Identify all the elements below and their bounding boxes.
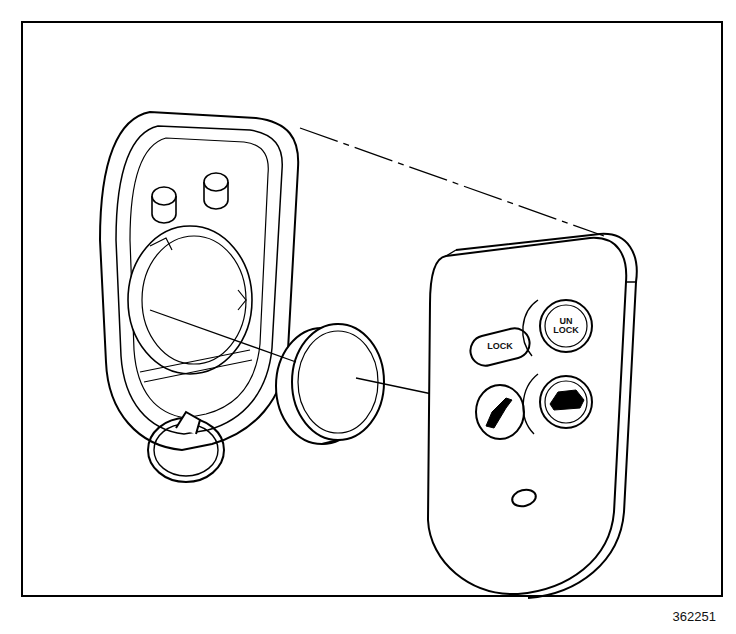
key-ring: [148, 412, 224, 482]
figure-border: [22, 22, 722, 596]
alignment-line: [356, 378, 432, 394]
alignment-line: [300, 128, 604, 236]
alignment-line: [150, 310, 296, 362]
back-housing: [100, 112, 298, 450]
front-housing: [428, 234, 637, 598]
button-label: UN LOCK: [551, 317, 581, 336]
coin-battery: [276, 324, 384, 444]
figure-number: 362251: [673, 609, 716, 624]
button-label: LOCK: [475, 342, 525, 351]
housing-pegs: [152, 173, 228, 223]
